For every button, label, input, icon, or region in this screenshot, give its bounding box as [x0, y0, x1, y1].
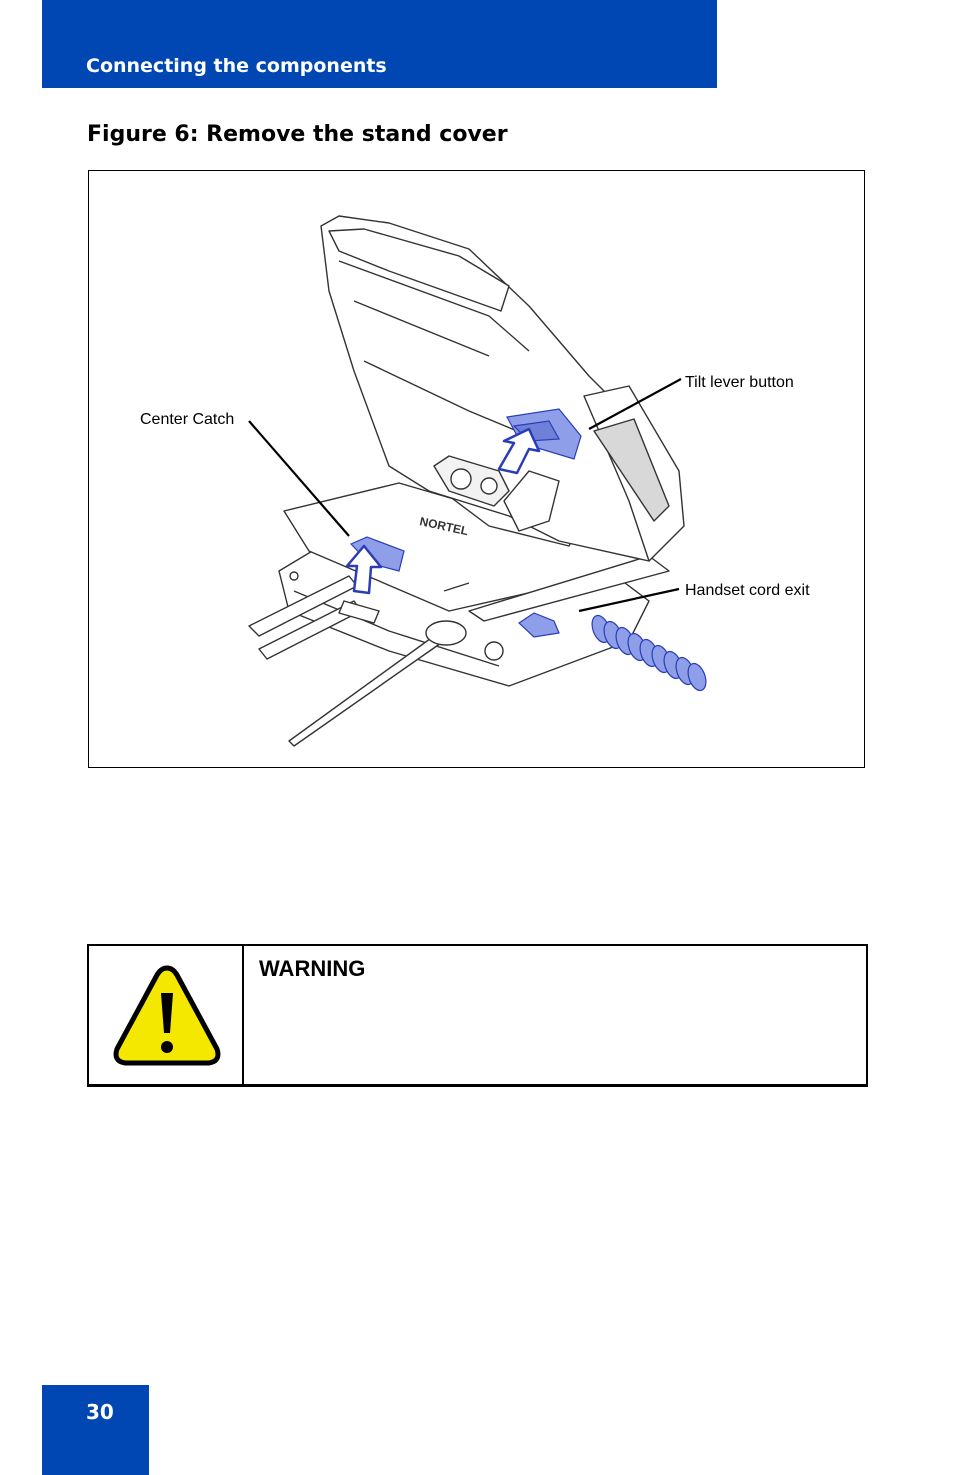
phone-stand-illustration: NORTEL	[248, 215, 707, 747]
leader-center-catch	[248, 420, 350, 537]
callout-tilt-lever: Tilt lever button	[685, 374, 794, 391]
leader-tilt-lever	[588, 378, 682, 430]
warning-icon	[113, 965, 221, 1066]
figure-frame: NORTEL	[88, 170, 865, 768]
warning-box: WARNING	[87, 944, 868, 1087]
callout-handset-cord: Handset cord exit	[685, 582, 810, 599]
leader-handset-cord	[578, 587, 680, 613]
figure-caption: Figure 6: Remove the stand cover	[87, 122, 508, 147]
callout-center-catch: Center Catch	[140, 411, 235, 428]
warning-title: WARNING	[259, 956, 366, 981]
header-bar: Connecting the components	[42, 0, 717, 88]
warning-icon-cell	[89, 946, 244, 1084]
page-number: 30	[86, 1400, 114, 1424]
page-number-box: 30	[42, 1385, 149, 1475]
section-title: Connecting the components	[86, 55, 387, 77]
